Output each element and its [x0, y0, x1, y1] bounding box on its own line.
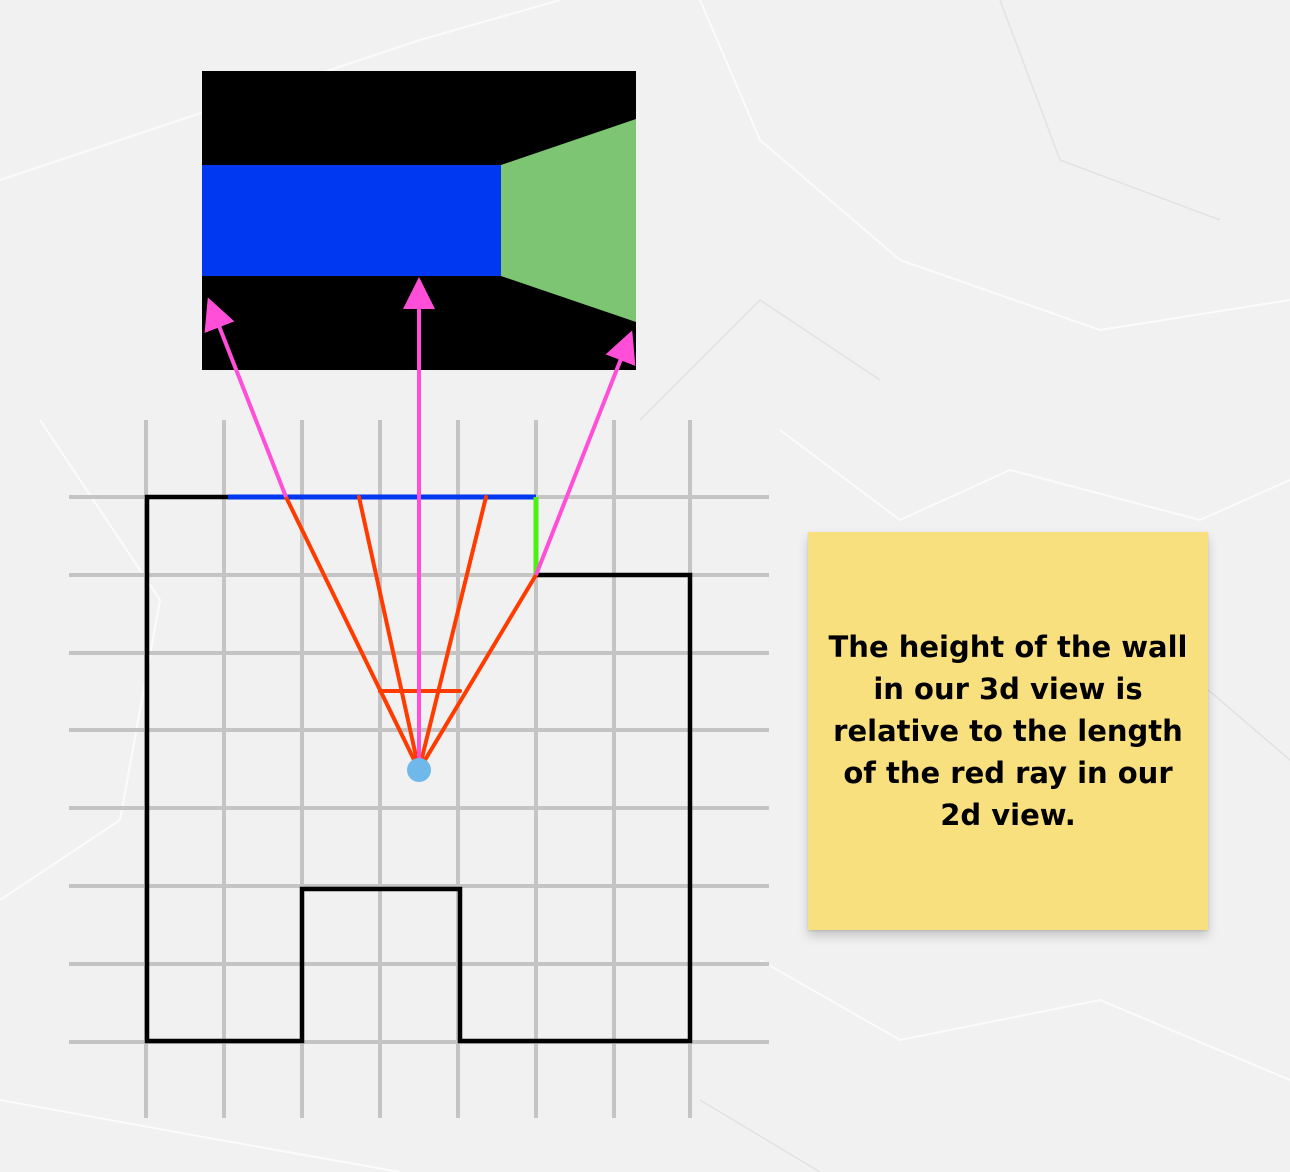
ray [417, 573, 538, 772]
front-wall-slice [202, 165, 501, 276]
projection-arrows [204, 277, 636, 770]
sticky-note-text: The height of the wall in our 3d view is… [828, 630, 1188, 832]
player-dot [407, 758, 431, 782]
ray [417, 495, 488, 772]
projection-arrow [534, 330, 636, 576]
map-walls [144, 494, 693, 1044]
ray [357, 495, 421, 772]
ray [284, 495, 421, 772]
projection-arrow [204, 297, 288, 498]
sticky-note: The height of the wall in our 3d view is… [808, 532, 1208, 930]
side-wall-slice [501, 119, 636, 322]
